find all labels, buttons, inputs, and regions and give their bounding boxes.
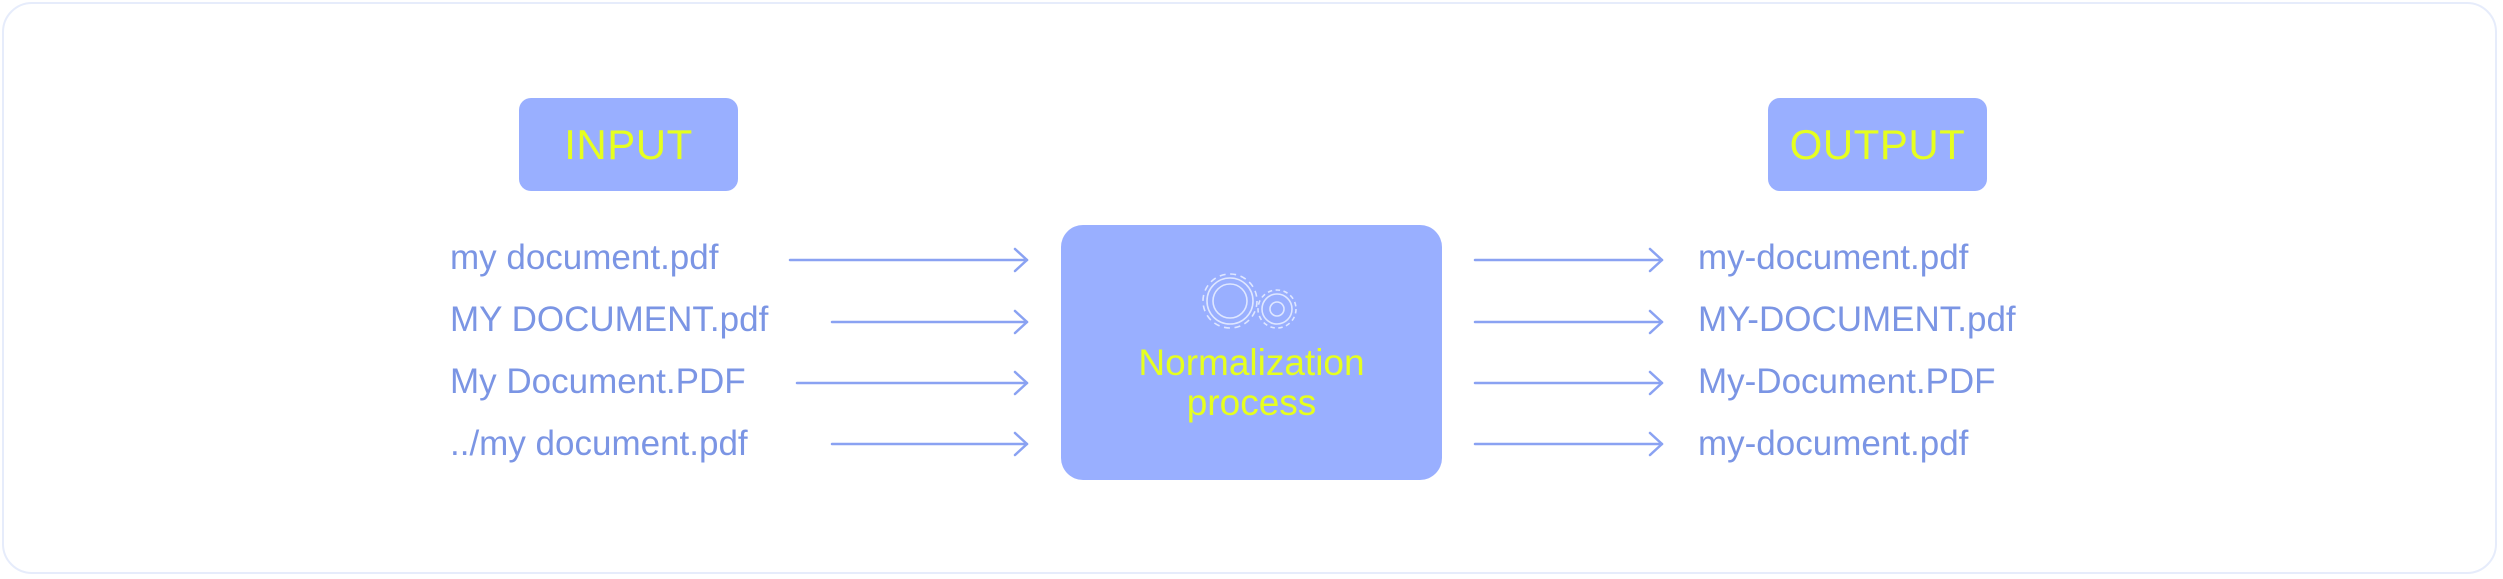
output-filename: my-document.pdf: [1698, 424, 1969, 463]
output-filename: MY-DOCUMENT.pdf: [1698, 300, 2016, 339]
output-arrow: [1473, 370, 1664, 396]
input-filename: my document.pdf: [450, 238, 719, 277]
input-filename: My Document.PDF: [450, 362, 746, 401]
output-arrow: [1473, 431, 1664, 457]
input-header: INPUT: [519, 98, 738, 191]
output-arrow: [1473, 309, 1664, 335]
output-filename: my-document.pdf: [1698, 238, 1969, 277]
output-header-label: OUTPUT: [1789, 120, 1966, 168]
input-arrow: [830, 431, 1029, 457]
input-header-label: INPUT: [564, 120, 693, 168]
input-arrow: [788, 247, 1029, 273]
gears-icon: [1202, 273, 1297, 329]
input-filename: MY DOCUMENT.pdf: [450, 300, 769, 339]
input-arrow: [830, 309, 1029, 335]
output-arrow: [1473, 247, 1664, 273]
process-label-line1: Normalization: [1138, 342, 1365, 383]
output-header: OUTPUT: [1768, 98, 1987, 191]
input-filename: ../my document.pdf: [450, 424, 748, 463]
process-label-line2: process: [1186, 382, 1317, 423]
output-filename: My-Document.PDF: [1698, 362, 1996, 401]
process-label: Normalization process: [1061, 343, 1442, 423]
input-arrow: [795, 370, 1029, 396]
normalization-process-box: Normalization process: [1061, 225, 1442, 480]
